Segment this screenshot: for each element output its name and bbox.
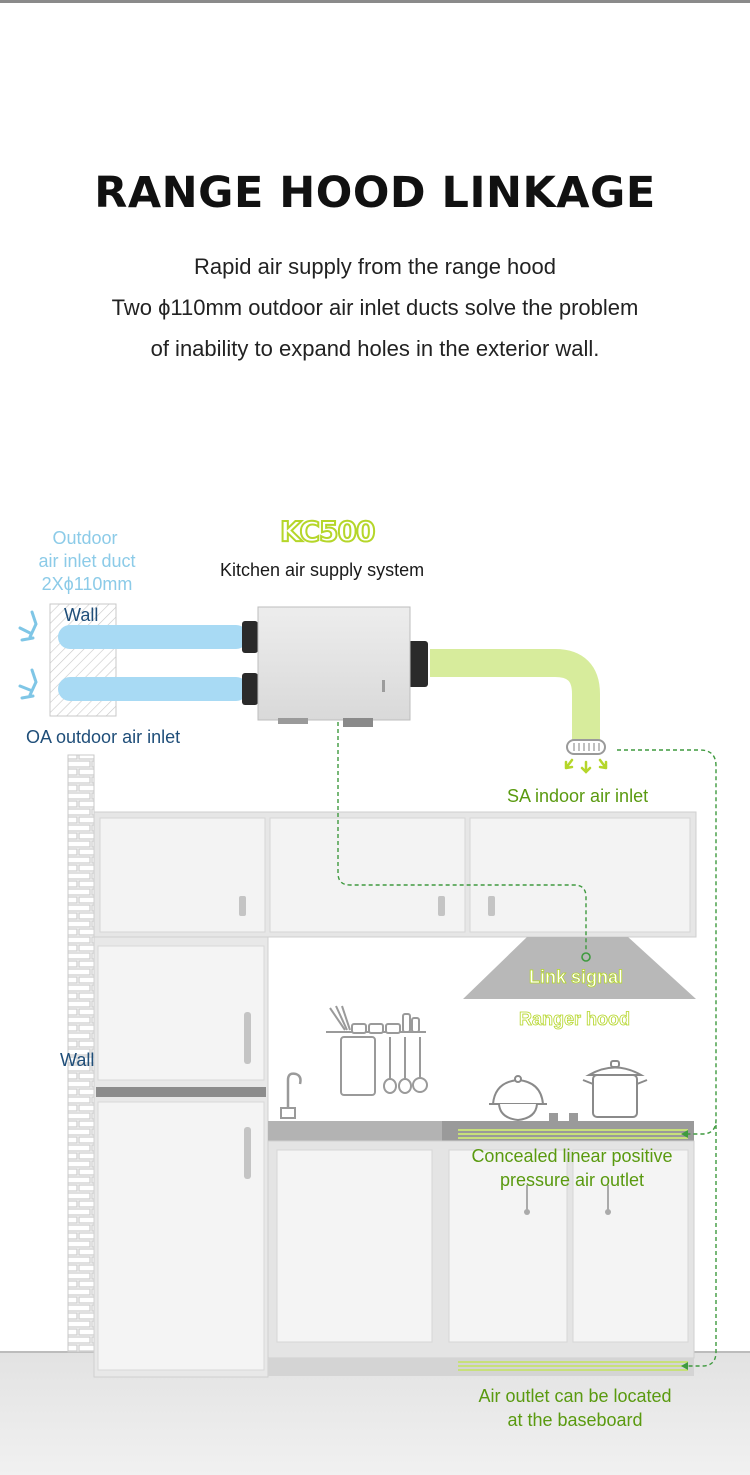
- concealed-outlet-label-1: Concealed linear positive: [471, 1146, 673, 1166]
- baseboard-outlet-label-1: Air outlet can be located: [478, 1386, 672, 1406]
- supply-duct: [430, 649, 600, 744]
- faucet: [286, 1072, 302, 1117]
- sa-inlet-label: SA indoor air inlet: [507, 786, 649, 806]
- subtitle-line-3: of inability to expand holes in the exte…: [150, 336, 600, 361]
- upper-cabinets: [93, 811, 697, 938]
- baseboard-outlet-stripes: [458, 1361, 688, 1371]
- signal-lines: [337, 722, 717, 1367]
- product-name: KC500: [279, 514, 376, 549]
- wall-label-top: Wall: [64, 605, 99, 625]
- concealed-outlet-stripes: [458, 1129, 688, 1139]
- page-title: RANGE HOOD LINKAGE: [94, 168, 656, 218]
- duct-label-line-2: air inlet duct: [38, 551, 136, 571]
- subtitle-line-1: Rapid air supply from the range hood: [194, 254, 556, 279]
- duct-label-line-1: Outdoor: [52, 528, 118, 548]
- baseboard-outlet-label-2: at the baseboard: [507, 1410, 643, 1430]
- subtitle-line-2: Two ϕ110mm outdoor air inlet ducts solve…: [111, 295, 639, 320]
- utensil-rack: [326, 1005, 428, 1096]
- lower-cabinets: [267, 1140, 695, 1376]
- sa-arrows: [564, 758, 608, 774]
- top-divider: [0, 0, 750, 3]
- concealed-outlet-label-2: pressure air outlet: [499, 1170, 645, 1190]
- wall-label-side: Wall: [60, 1050, 95, 1070]
- duct-label-line-3: 2Xϕ110mm: [41, 574, 133, 594]
- link-signal-node: [581, 952, 591, 962]
- oa-arrows: [18, 610, 38, 700]
- range-hood-label: Ranger hood: [519, 1009, 631, 1030]
- oa-inlet-label: OA outdoor air inlet: [26, 727, 181, 747]
- brick-wall: [67, 754, 95, 1353]
- cookware: [489, 1060, 648, 1122]
- fridge: [93, 936, 269, 1378]
- link-signal-label: Link signal: [529, 967, 624, 988]
- sa-diffuser: [566, 739, 606, 755]
- kc500-unit: [257, 606, 411, 727]
- outdoor-ducts: [58, 621, 258, 705]
- range-hood: [463, 937, 696, 999]
- product-description: Kitchen air supply system: [220, 560, 425, 580]
